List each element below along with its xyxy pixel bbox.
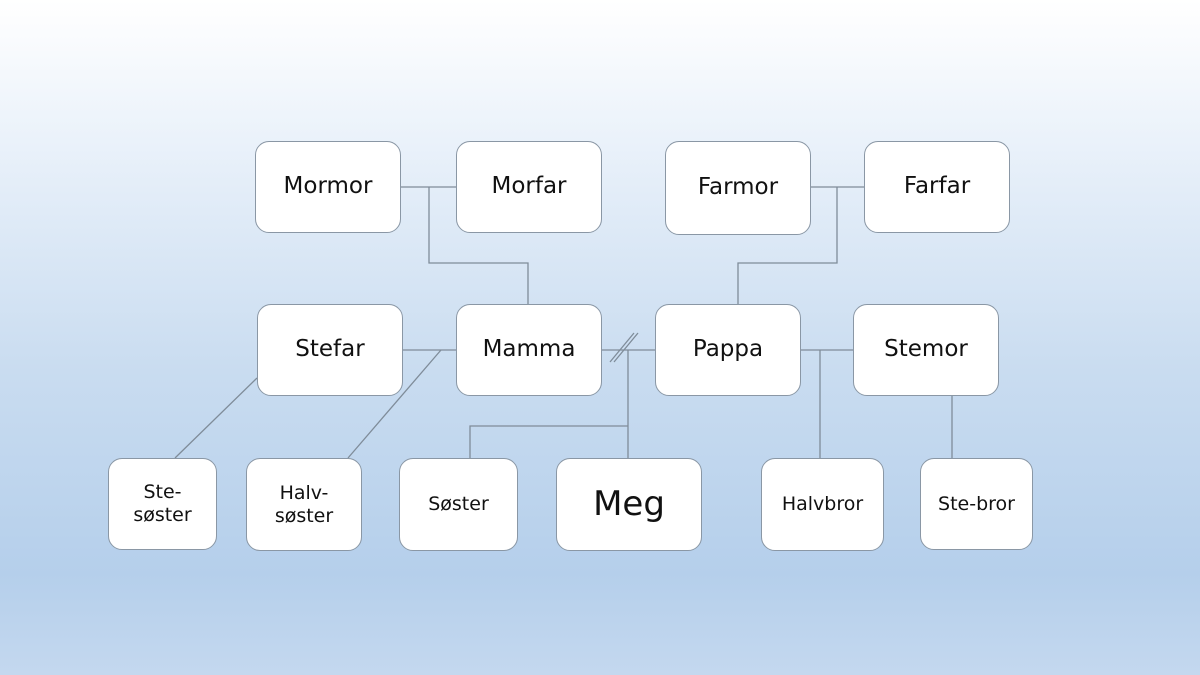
node-stemor: Stemor <box>853 304 999 396</box>
node-farmor: Farmor <box>665 141 811 235</box>
node-morfar: Morfar <box>456 141 602 233</box>
line-mormor-morfar <box>400 186 529 304</box>
node-label-line2: søster <box>133 504 192 526</box>
node-label-line2: søster <box>274 504 334 527</box>
line-farmor-farfar <box>737 186 864 304</box>
node-farfar: Farfar <box>864 141 1010 233</box>
node-mormor: Mormor <box>255 141 401 233</box>
node-label: Meg <box>593 484 665 525</box>
line-pappa-stemor <box>800 349 853 458</box>
node-label: Stemor <box>884 336 968 363</box>
node-label: Mormor <box>283 173 373 200</box>
node-label: Halvbror <box>781 493 864 516</box>
line-stesoster <box>174 377 258 459</box>
node-meg: Meg <box>556 458 702 551</box>
node-label: Morfar <box>491 173 567 200</box>
node-label: Mamma <box>482 336 576 363</box>
node-mamma: Mamma <box>456 304 602 396</box>
node-pappa: Pappa <box>655 304 801 396</box>
node-label-line1: Ste- <box>143 481 182 504</box>
node-label-line1: Halv- <box>279 481 329 504</box>
divorce-mark <box>609 332 639 363</box>
node-label: Farmor <box>697 174 779 201</box>
node-label: Pappa <box>692 336 764 363</box>
node-halvbror: Halvbror <box>761 458 884 551</box>
node-label: Farfar <box>903 173 971 200</box>
node-label: Søster <box>428 493 489 516</box>
node-label: Stefar <box>295 336 365 363</box>
node-stefar: Stefar <box>257 304 403 396</box>
line-children-mamma-pappa <box>469 350 629 458</box>
node-halvsoster: Halv-søster <box>246 458 362 551</box>
line-halvsoster <box>347 349 442 459</box>
node-label: Ste-bror <box>938 492 1015 515</box>
node-stebror: Ste-bror <box>920 458 1033 550</box>
node-stesoster: Ste-søster <box>108 458 217 550</box>
node-soster: Søster <box>399 458 518 551</box>
